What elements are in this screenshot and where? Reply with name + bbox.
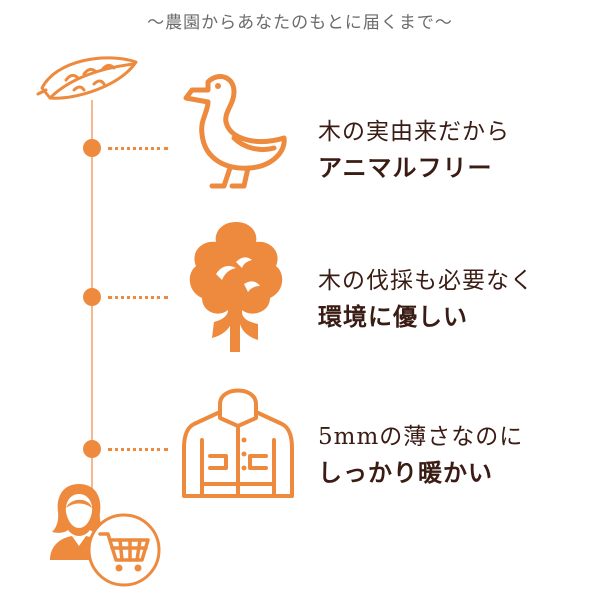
timeline-line (91, 100, 93, 520)
page-title: 〜農園からあなたのもとに届くまで〜 (147, 13, 453, 33)
dotted-connector (108, 296, 168, 299)
step-headline: 環境に優しい (318, 302, 468, 331)
dotted-connector (108, 448, 168, 451)
jacket-icon (176, 376, 300, 504)
step-text-eco-friendly: 木の伐採も必要なく 環境に優しい (318, 264, 534, 336)
timeline-dot (83, 139, 101, 157)
timeline-dot (83, 288, 101, 306)
step-subtitle: 5mmの薄さなのに (318, 424, 524, 450)
kapok-pod-icon (36, 50, 144, 106)
cart-icon (86, 512, 162, 588)
step-text-animal-free: 木の実由来だから アニマルフリー (318, 115, 510, 187)
tree-icon (186, 218, 286, 356)
step-headline: しっかり暖かい (318, 458, 493, 487)
step-headline: アニマルフリー (318, 153, 493, 182)
step-text-warm: 5mmの薄さなのに しっかり暖かい (318, 420, 523, 492)
dotted-connector (108, 147, 168, 150)
duck-icon (178, 68, 300, 192)
timeline-dot (83, 440, 101, 458)
step-subtitle: 木の伐採も必要なく (318, 268, 534, 294)
step-subtitle: 木の実由来だから (318, 119, 510, 145)
